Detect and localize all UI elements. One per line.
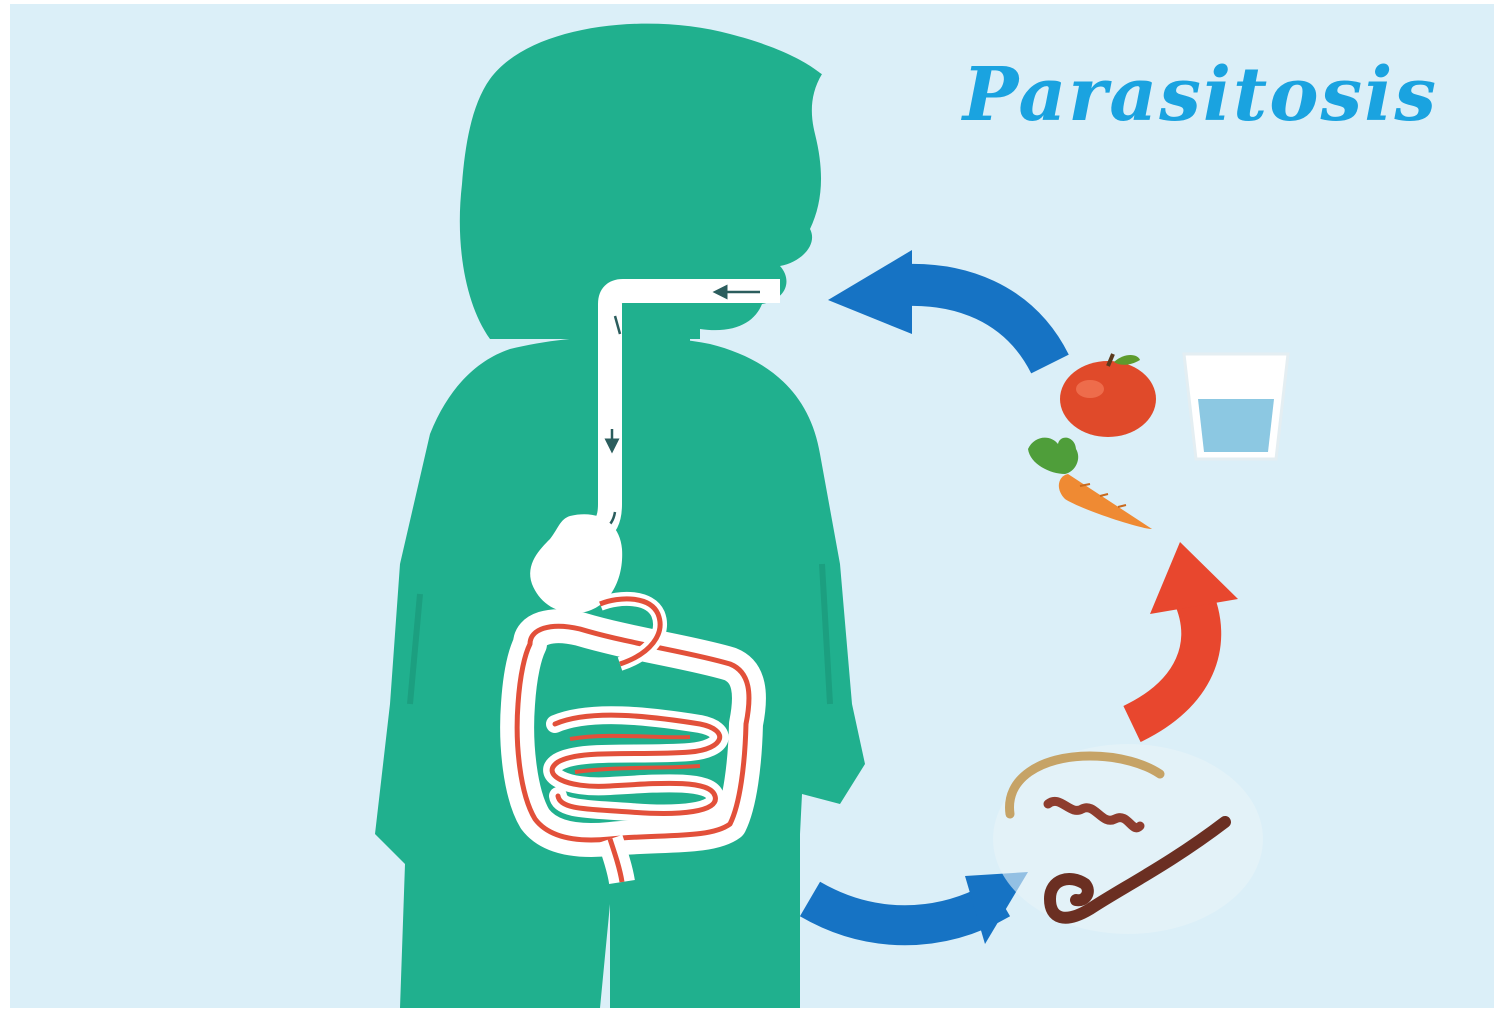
illustration-panel: Parasitosis: [10, 4, 1494, 1008]
carrot-icon: [1028, 438, 1152, 529]
blue-arrow-excretion: [810, 872, 1028, 944]
diagram-title: Parasitosis: [963, 52, 1438, 138]
worms-icon: [993, 744, 1263, 934]
water-glass-icon: [1184, 354, 1288, 459]
blue-arrow-ingestion: [828, 250, 1050, 364]
illustration-canvas: [10, 4, 1494, 1008]
red-arrow-contamination: [1132, 542, 1238, 724]
apple-icon: [1060, 354, 1156, 437]
